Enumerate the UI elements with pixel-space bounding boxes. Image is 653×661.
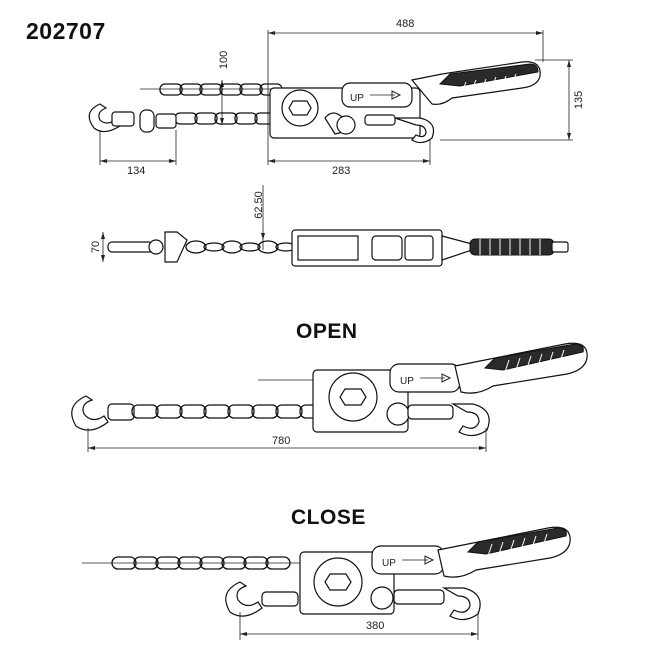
dim-hook-span: 134 (127, 165, 145, 177)
up-label-open: UP (400, 376, 414, 387)
dim-top-chain-offset: 62.50 (253, 191, 265, 219)
up-label-close: UP (382, 558, 396, 569)
dim-chain-offset: 100 (218, 51, 230, 69)
close-heading: CLOSE (291, 506, 366, 529)
dim-overall-length: 488 (396, 18, 414, 30)
dim-top-width: 70 (90, 241, 102, 253)
dim-close-length: 380 (366, 620, 384, 632)
product-code: 202707 (26, 18, 106, 44)
dim-handle-height: 135 (573, 91, 585, 109)
side-view: 488 135 100 (88, 18, 585, 177)
open-heading: OPEN (296, 320, 358, 343)
close-view: UP 380 (82, 526, 571, 640)
up-label-side: UP (350, 93, 364, 104)
open-view: UP 780 (71, 342, 588, 452)
top-view: 62.50 70 (90, 185, 569, 267)
dim-body-length: 283 (332, 165, 350, 177)
dim-open-length: 780 (272, 435, 290, 447)
